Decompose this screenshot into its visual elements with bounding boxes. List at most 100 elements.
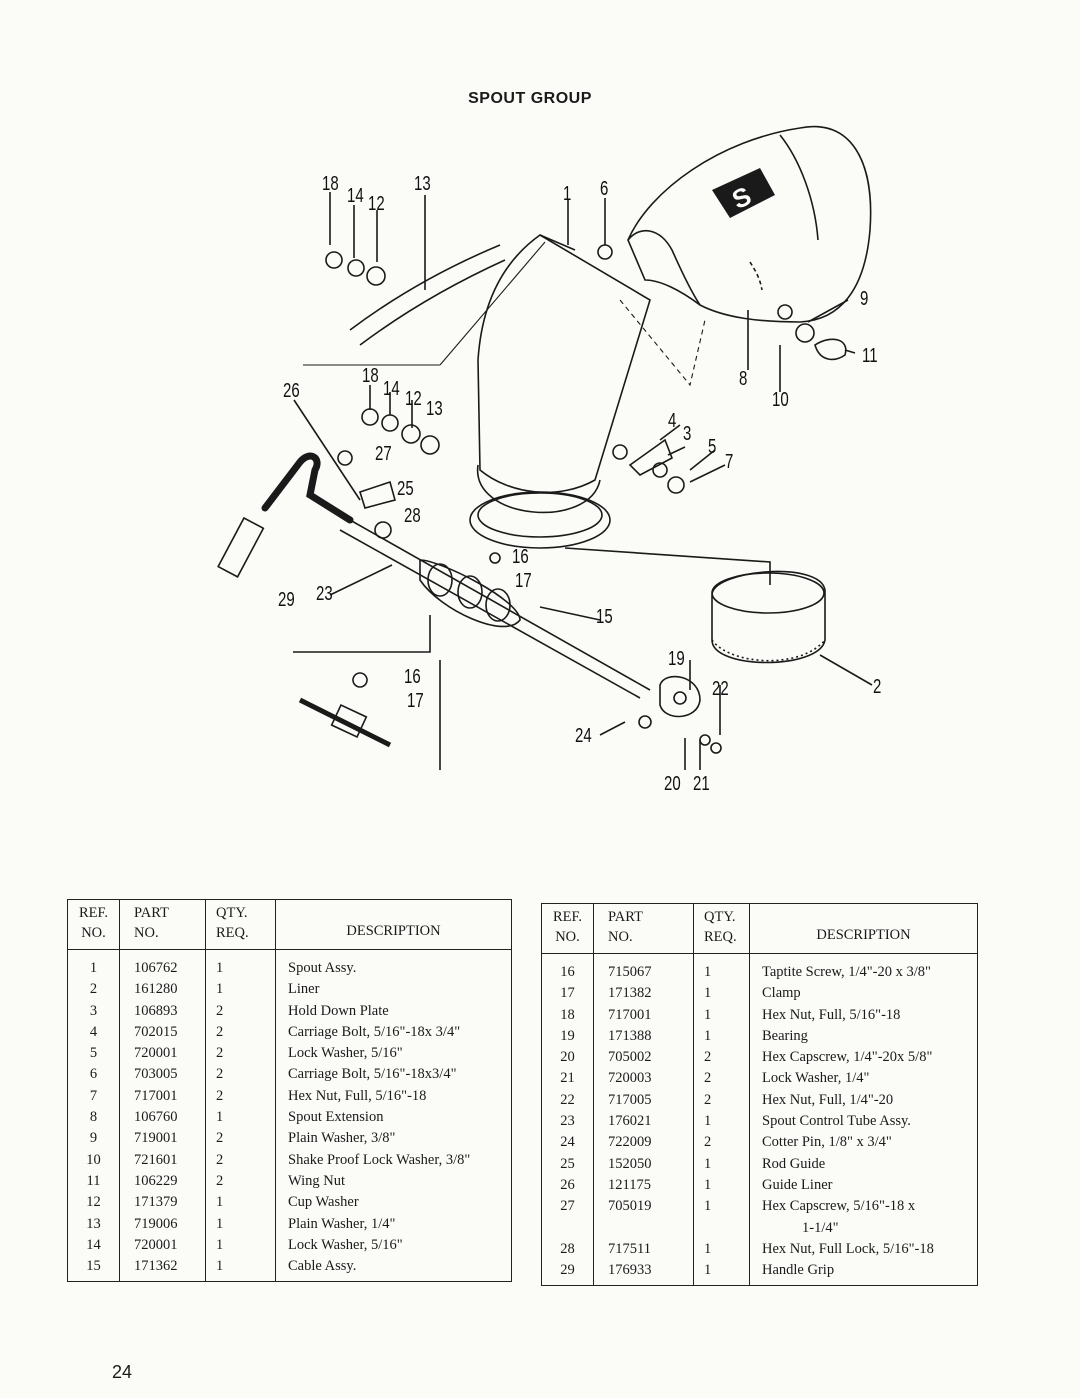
- part-number-cell: 703005: [119, 1064, 206, 1086]
- ref-cell: 8: [89, 1109, 98, 1126]
- part-number-cell: 106893: [119, 1000, 206, 1022]
- callout-29: 29: [278, 588, 295, 611]
- ref-cell: 27: [560, 1198, 575, 1215]
- qty-cell: 1: [693, 1111, 750, 1133]
- qty-cell: 1: [205, 949, 276, 980]
- part-number-cell: 106760: [119, 1107, 206, 1129]
- ref-cell: 10: [86, 1151, 101, 1168]
- callout-3: 3: [683, 422, 691, 445]
- callout-26: 26: [283, 379, 300, 402]
- qty-cell: 1: [693, 1260, 750, 1286]
- spout-group-exploded-diagram: S 18 14 12 13 1 6 9 11 8 10 26 18 14 12 …: [217, 125, 881, 795]
- qty-cell: 2: [693, 1068, 750, 1090]
- callout-12: 12: [368, 192, 385, 215]
- qty-cell: 2: [693, 1089, 750, 1112]
- part-number-cell: 721601: [119, 1149, 206, 1171]
- callout-2: 2: [873, 675, 881, 698]
- part-number-cell: 171379: [119, 1192, 206, 1214]
- description-cell: Spout Extension: [275, 1107, 512, 1129]
- part-number-cell: 720001: [119, 1234, 206, 1257]
- callout-20: 20: [664, 772, 681, 795]
- callout-9: 9: [860, 287, 868, 310]
- callout-10: 10: [772, 388, 789, 411]
- qty-cell: 1: [693, 1004, 750, 1026]
- header-ref: REF.NO.: [541, 903, 594, 954]
- ref-cell: 12: [86, 1194, 101, 1211]
- description-cell: Spout Control Tube Assy.: [749, 1111, 978, 1133]
- header-qty: QTY.REQ.: [205, 899, 276, 950]
- description-cell: Hex Capscrew, 1/4"-20x 5/8": [749, 1047, 978, 1069]
- callout-16: 16: [512, 545, 529, 568]
- ref-cell: 17: [560, 985, 575, 1002]
- qty-cell: 2: [205, 1128, 276, 1150]
- description-cell: Plain Washer, 3/8": [275, 1128, 512, 1150]
- description-cell: Spout Assy.: [275, 949, 512, 980]
- part-number-cell: 106762: [119, 949, 206, 980]
- callout-27: 27: [375, 442, 392, 465]
- description-cell: Liner: [275, 979, 512, 1001]
- ref-cell: 20: [560, 1049, 575, 1066]
- part-number-cell: 720003: [593, 1068, 694, 1090]
- description-cell: Clamp: [749, 983, 978, 1005]
- callout-11: 11: [862, 344, 878, 367]
- callout-28: 28: [404, 504, 421, 527]
- description-cell: Cup Washer: [275, 1192, 512, 1214]
- ref-cell: 18: [560, 1006, 575, 1023]
- callout-6: 6: [600, 177, 608, 200]
- qty-cell: 1: [693, 953, 750, 984]
- ref-cell: 19: [560, 1027, 575, 1044]
- part-number-cell: 152050: [593, 1153, 694, 1175]
- ref-cell: 4: [89, 1023, 98, 1040]
- qty-cell: 1: [693, 983, 750, 1005]
- part-number-cell: 720001: [119, 1043, 206, 1065]
- part-number-cell: 719001: [119, 1128, 206, 1150]
- qty-cell: 1: [693, 1174, 750, 1197]
- ref-cell: 6: [89, 1066, 98, 1083]
- part-number-cell: 161280: [119, 979, 206, 1001]
- description-cell: Cable Assy.: [275, 1256, 512, 1282]
- ref-cell: 15: [86, 1258, 101, 1275]
- description-cell: Lock Washer, 5/16": [275, 1043, 512, 1065]
- callout-7: 7: [725, 450, 733, 473]
- part-number-cell: 719006: [119, 1213, 206, 1235]
- qty-cell: 2: [693, 1047, 750, 1069]
- description-cell: Hex Nut, Full Lock, 5/16"-18: [749, 1238, 978, 1261]
- ref-cell: 26: [560, 1176, 575, 1193]
- callout-21: 21: [693, 772, 710, 795]
- part-number-cell: 715067: [593, 953, 694, 984]
- callout-14: 14: [347, 184, 364, 207]
- qty-cell: 1: [693, 1196, 750, 1239]
- callout-19: 19: [668, 647, 685, 670]
- description-cell: Guide Liner: [749, 1174, 978, 1197]
- ref-cell: 3: [89, 1002, 98, 1019]
- qty-cell: 1: [205, 979, 276, 1001]
- ref-cell: 25: [560, 1155, 575, 1172]
- ref-cell: 2: [89, 981, 98, 998]
- qty-cell: 2: [205, 1085, 276, 1108]
- description-cell: Taptite Screw, 1/4"-20 x 3/8": [749, 953, 978, 984]
- qty-cell: 1: [693, 1153, 750, 1175]
- ref-cell: 14: [86, 1236, 101, 1253]
- callout-15: 15: [596, 605, 613, 628]
- callout-12b: 12: [405, 387, 422, 410]
- qty-cell: 2: [205, 1000, 276, 1022]
- page-title: SPOUT GROUP: [468, 90, 592, 107]
- qty-cell: 1: [205, 1234, 276, 1257]
- ref-cell: 7: [89, 1087, 98, 1104]
- header-description: DESCRIPTION: [275, 899, 512, 950]
- part-number-cell: 176933: [593, 1260, 694, 1286]
